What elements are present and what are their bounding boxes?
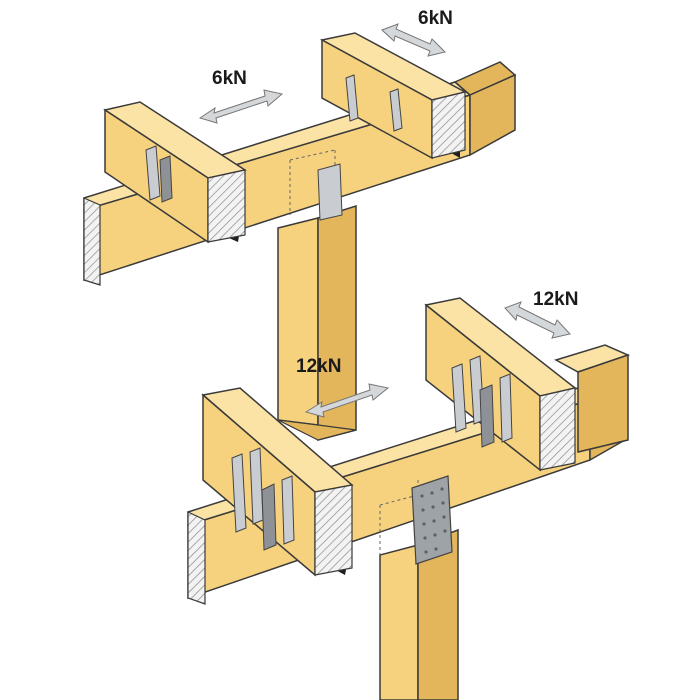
upper-beam-end-grain: [83, 197, 101, 286]
nail-plate-teeth: [420, 487, 447, 554]
lower-right-load-label: 12kN: [533, 289, 578, 310]
upper-right-hanger: [345, 74, 403, 132]
lower-left-joist-end-grain: [314, 484, 353, 576]
upper-left-joist-end-grain: [207, 169, 246, 243]
lower-right-load-arrow: 12kN: [504, 289, 578, 339]
lower-beam-end-grain: [187, 511, 206, 605]
upper-left-hanger: [145, 145, 173, 203]
upper-right-load-label: 6kN: [418, 8, 453, 29]
upper-assembly: 6kN 6kN: [83, 8, 517, 441]
upper-left-load-label: 6kN: [212, 68, 247, 89]
lower-right-block: [554, 344, 631, 453]
lower-right-joist-end-grain: [539, 387, 576, 471]
upper-left-load-arrow: 6kN: [198, 68, 284, 124]
upper-post: [277, 149, 357, 441]
lower-left-load-label: 12kN: [296, 356, 341, 377]
upper-right-load-arrow: 6kN: [381, 8, 453, 57]
lower-right-hangers: [451, 355, 513, 448]
upper-right-joist: [319, 32, 468, 160]
lower-left-load-arrow: 12kN: [296, 356, 390, 418]
lower-post-nail-plate: [411, 475, 453, 565]
upper-post-connector: [317, 163, 343, 221]
lower-left-hangers: [231, 447, 295, 551]
lower-post: [379, 475, 459, 700]
lower-assembly: 12kN 12kN: [187, 289, 631, 700]
upper-right-joist-end-grain: [431, 91, 466, 159]
